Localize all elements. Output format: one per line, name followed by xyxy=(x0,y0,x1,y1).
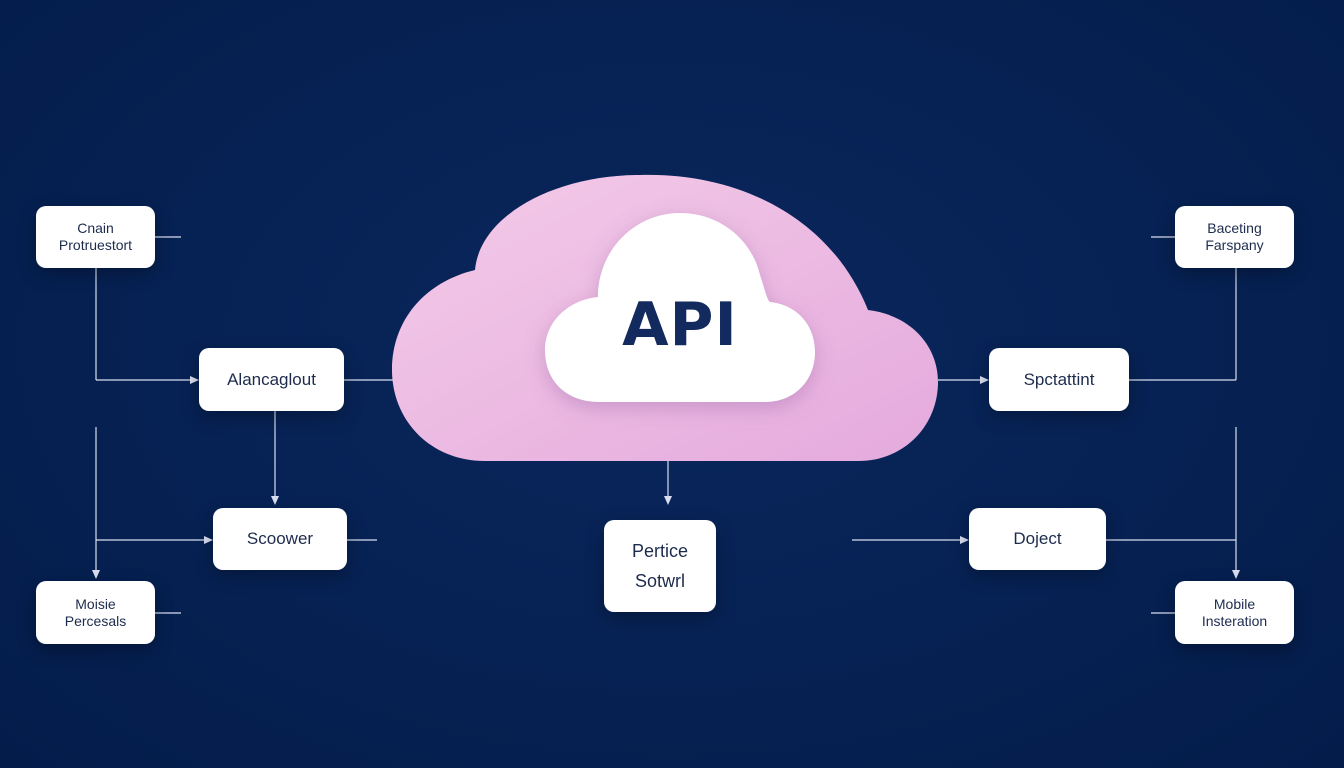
node-lower-right[interactable]: Doject xyxy=(969,508,1106,570)
node-bottom-right-line-1: Mobile xyxy=(1213,595,1256,612)
node-bottom-center[interactable]: Pertice Sotwrl xyxy=(604,520,716,612)
node-mid-left-label: Alancaglout xyxy=(227,369,316,389)
node-lower-right-label: Doject xyxy=(1013,529,1062,548)
node-top-left[interactable]: Cnain Protruestort xyxy=(36,206,155,268)
arrow-to-lower-left-side xyxy=(204,536,213,544)
node-mid-right-label: Spctattint xyxy=(1023,369,1095,389)
node-bottom-right[interactable]: Mobile Insteration xyxy=(1175,581,1294,644)
node-top-right-line-2: Farspany xyxy=(1205,237,1264,253)
cloud-inner-shape xyxy=(545,213,815,402)
node-bottom-center-line-1: Pertice xyxy=(631,541,689,561)
node-top-right[interactable]: Baceting Farspany xyxy=(1175,206,1294,268)
arrow-to-lower-left xyxy=(271,496,279,505)
api-label: API xyxy=(622,290,738,360)
node-lower-left-label: Scoower xyxy=(246,529,314,548)
arrow-to-bottom-center xyxy=(664,496,672,505)
arrow-to-mid-right xyxy=(980,376,989,384)
node-bottom-left[interactable]: Moisie Percesals xyxy=(36,581,155,644)
node-top-right-line-1: Baceting xyxy=(1207,220,1262,236)
node-bottom-center-line-2: Sotwrl xyxy=(634,571,685,591)
node-top-left-line-1: Cnain xyxy=(77,220,114,236)
node-bottom-left-line-1: Moisie xyxy=(75,595,116,612)
node-mid-right[interactable]: Spctattint xyxy=(989,348,1129,411)
node-bottom-left-line-2: Percesals xyxy=(64,612,127,629)
node-mid-left[interactable]: Alancaglout xyxy=(199,348,344,411)
node-bottom-right-line-2: Insteration xyxy=(1201,612,1268,629)
node-top-left-line-2: Protruestort xyxy=(58,237,133,253)
node-lower-left[interactable]: Scoower xyxy=(213,508,347,570)
arrow-to-mid-left xyxy=(190,376,199,384)
arrow-to-lower-right xyxy=(960,536,969,544)
arrow-to-bottom-right xyxy=(1232,570,1240,579)
arrow-to-bottom-left xyxy=(92,570,100,579)
